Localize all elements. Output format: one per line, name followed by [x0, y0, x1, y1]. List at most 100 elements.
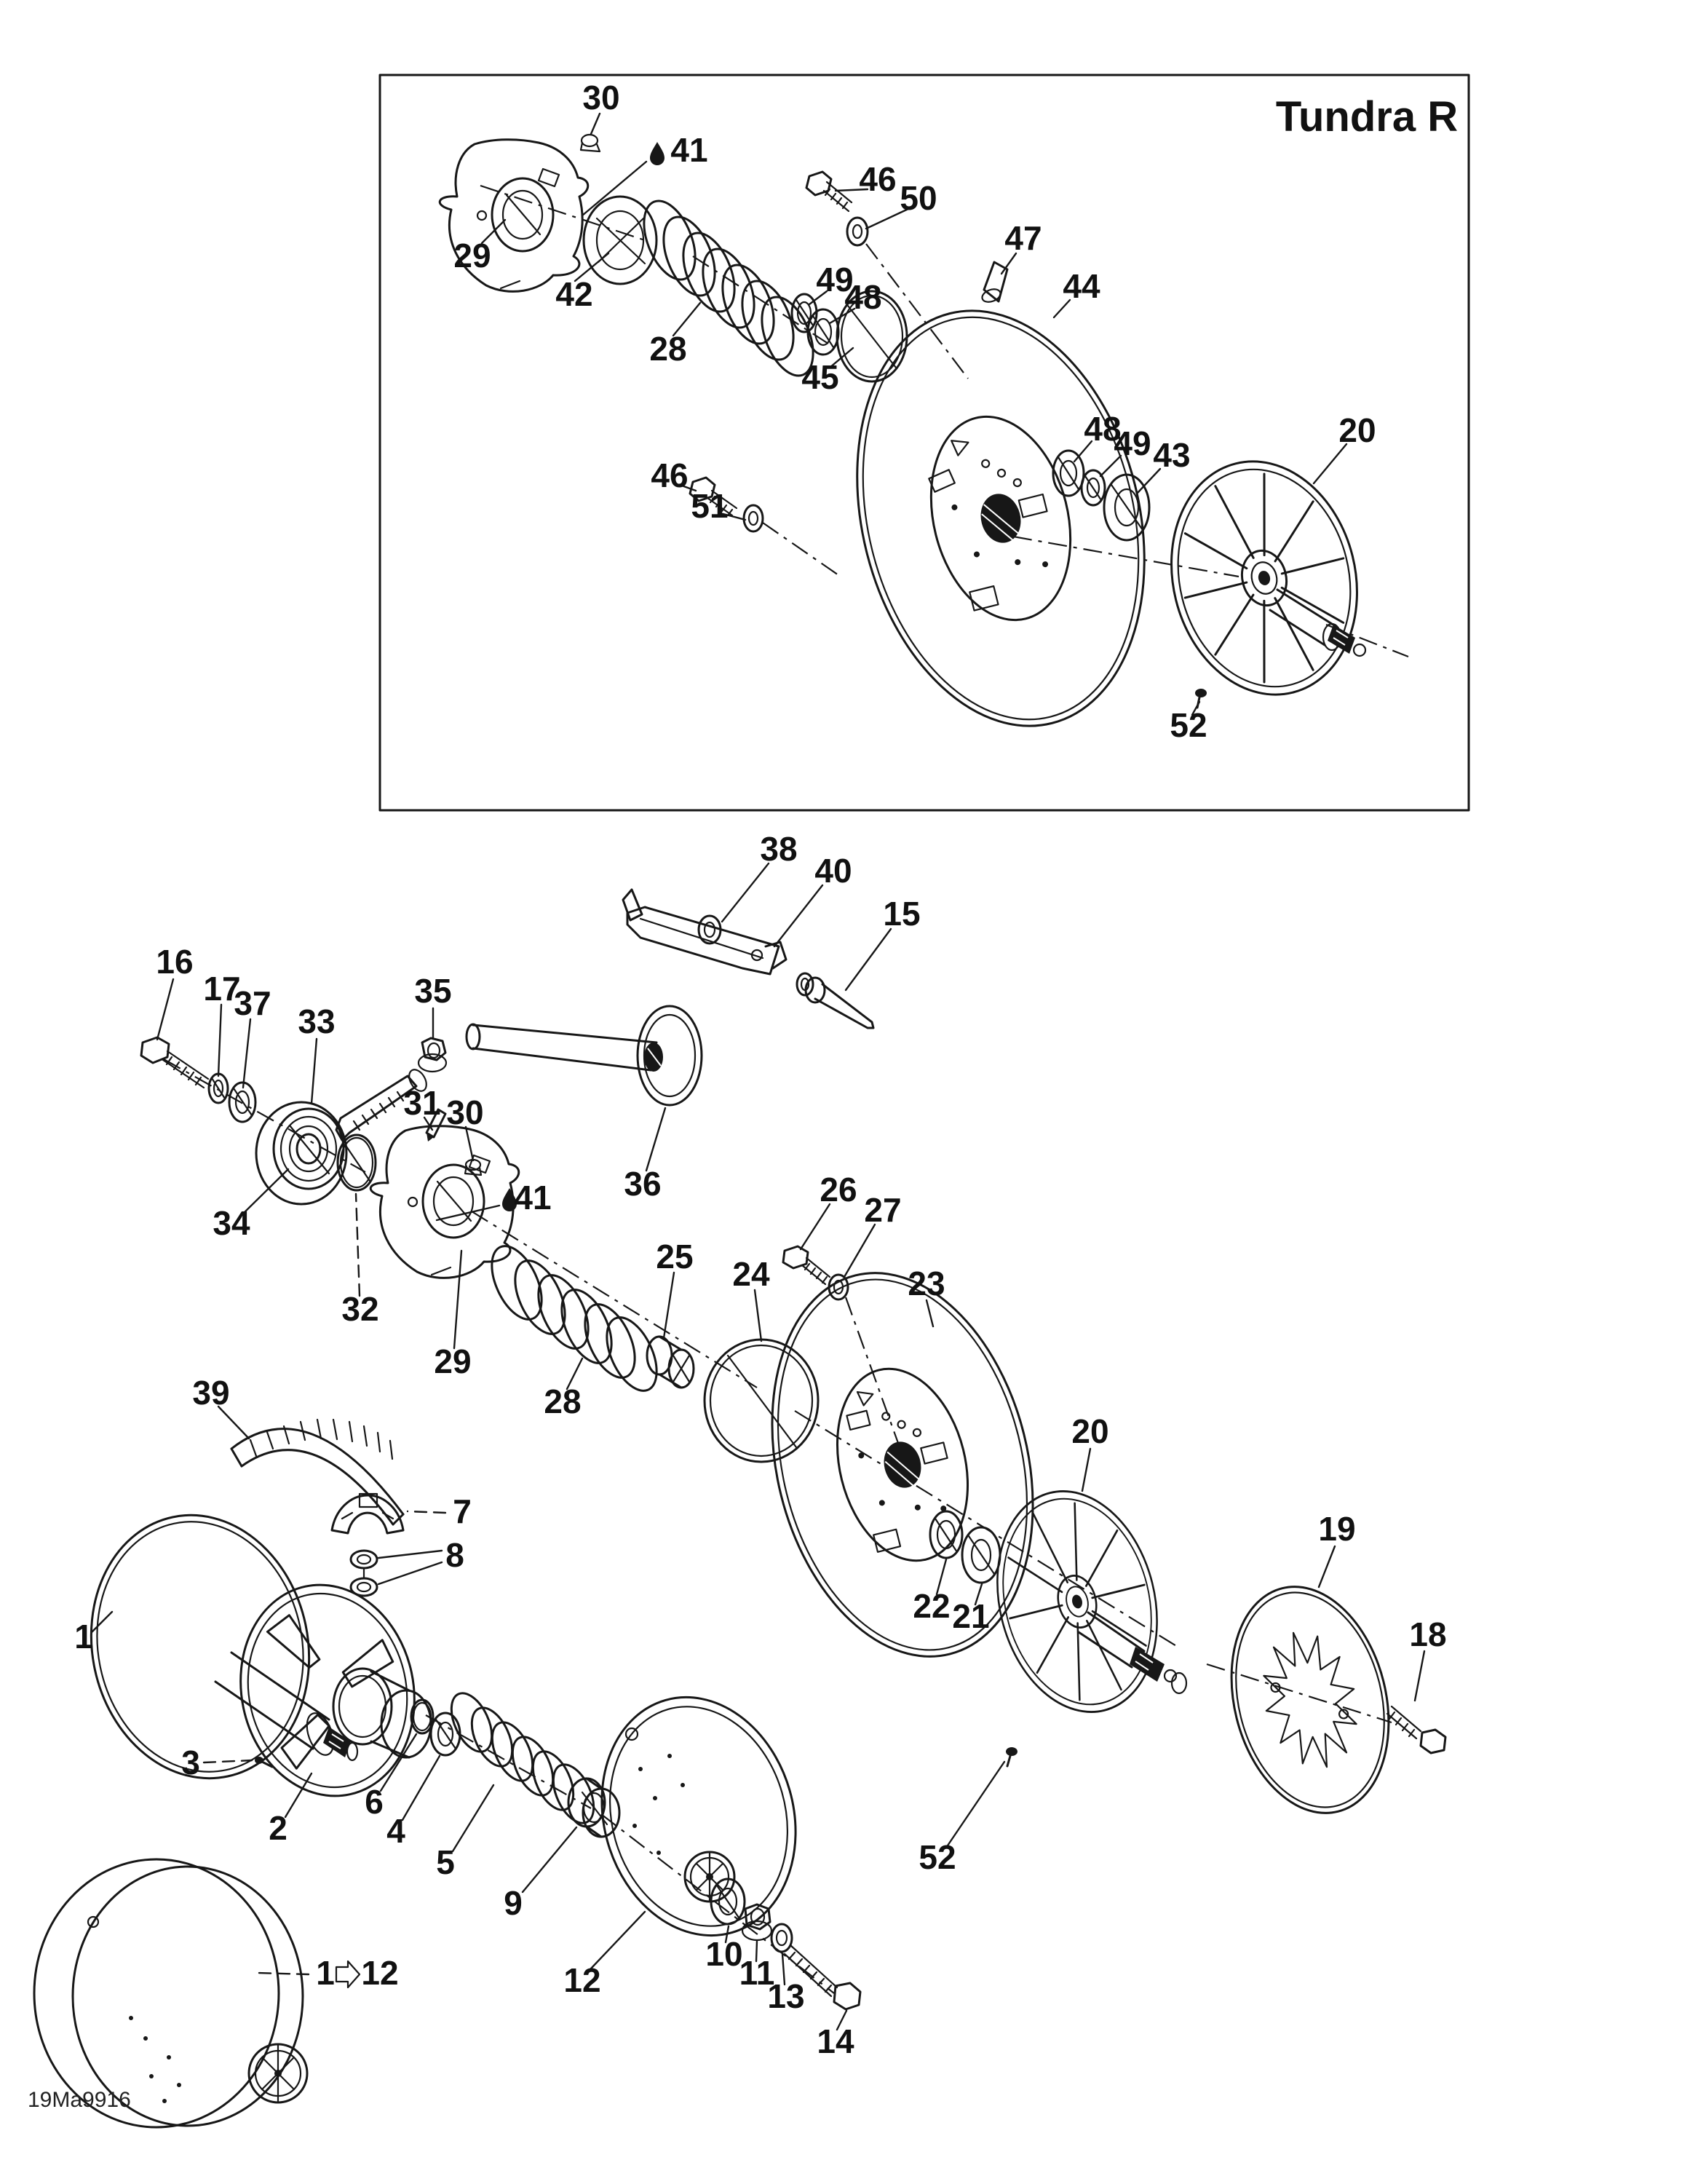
right-arrow-icon	[335, 1960, 361, 1989]
part-1-12-outer-cup	[33, 1858, 309, 2129]
callout-23-label: 23	[908, 1265, 945, 1302]
variant-box-border	[378, 74, 1470, 812]
tundra-r-variant-box: Tundra R	[378, 74, 1470, 812]
callout-35-label: 35	[414, 972, 451, 1010]
callout-11-label: 11	[739, 1954, 775, 1992]
part-6-o-ring	[410, 1698, 435, 1735]
part-36-roller	[465, 1005, 703, 1107]
part-28-spring	[643, 199, 814, 377]
part-24-o-ring	[703, 1338, 820, 1463]
callout-3-label: 3	[181, 1744, 200, 1781]
callout-28b-label: 28	[544, 1382, 581, 1420]
part-48-washer	[806, 308, 840, 356]
callout-40-label: 40	[814, 852, 852, 890]
part-7-slider-shoe	[330, 1492, 405, 1535]
callout-50-label: 50	[900, 179, 937, 217]
callout-20b-label: 20	[1071, 1412, 1108, 1450]
callout-8-label: 8	[445, 1536, 464, 1574]
callout-37-label: 37	[234, 984, 271, 1022]
part-51-washer	[742, 504, 764, 533]
part-1-fixed-sheave	[90, 1514, 359, 1780]
part-28b-spring	[491, 1245, 658, 1392]
part-10-washer	[710, 1878, 746, 1926]
axis-lines-middle	[163, 1059, 1392, 1724]
part-29-governor-cup	[438, 133, 601, 293]
callout-16-label: 16	[156, 943, 193, 981]
part-39-belt-segment	[230, 1418, 405, 1526]
part-19-star-spring-washer	[1230, 1586, 1390, 1814]
callout-29-label: 29	[453, 237, 491, 274]
callout-27-label: 27	[864, 1191, 901, 1229]
callout-13-label: 13	[767, 1977, 804, 2015]
callout-21-label: 21	[952, 1597, 989, 1635]
part-8-washers	[349, 1549, 378, 1597]
part-46b-screw	[689, 476, 738, 517]
callout-22-label: 22	[913, 1587, 950, 1625]
part-26-bolt	[782, 1245, 831, 1286]
part-46-bolt	[805, 170, 853, 213]
part-35-nut	[417, 1037, 448, 1073]
part-44-cam-disc	[856, 309, 1146, 727]
callout-18-label: 18	[1409, 1615, 1446, 1653]
part-20b-spoked-pulley	[974, 1473, 1181, 1730]
callout-51-label: 51	[691, 487, 728, 525]
part-16-bolt	[140, 1036, 210, 1089]
part-50-washer	[846, 216, 869, 247]
part-18-bolt	[1386, 1705, 1447, 1754]
callout-49b-label: 49	[1114, 424, 1151, 462]
part-20b-shaft	[1077, 1611, 1188, 1695]
callout-17-label: 17	[203, 970, 240, 1008]
part-5-spring	[450, 1692, 595, 1824]
leader-lines	[90, 112, 1426, 2031]
part-2-sliding-sheave	[239, 1583, 432, 1797]
part-49-washer	[790, 293, 818, 333]
callout-46a-label: 46	[859, 160, 896, 198]
callout-45-label: 45	[801, 358, 838, 396]
callout-30b-label: 30	[446, 1093, 483, 1131]
callout-33-label: 33	[298, 1002, 335, 1040]
callout-42-label: 42	[555, 275, 592, 313]
part-40-bracket	[622, 888, 788, 976]
part-43-washer	[1103, 473, 1151, 542]
part-9-spring-seat	[567, 1777, 621, 1838]
callout-38-label: 38	[760, 830, 797, 868]
callout-1-to-12-group: 1 12	[316, 1954, 398, 1992]
part-52b-rivet	[1006, 1747, 1017, 1768]
callout-47-label: 47	[1004, 219, 1042, 257]
callout-49a-label: 49	[816, 261, 853, 298]
variant-title: Tundra R	[1276, 93, 1458, 141]
part-33-arm-and-34-bearing	[255, 1069, 427, 1206]
axis-lines-bottom	[425, 1714, 835, 1994]
callout-29b-label: 29	[434, 1342, 471, 1380]
part-30-nut	[580, 133, 599, 148]
callout-14-label: 14	[817, 2022, 854, 2060]
part-13-washer	[770, 1923, 793, 1953]
callout-10-label: 10	[705, 1935, 742, 1973]
callout-36-label: 36	[624, 1165, 661, 1203]
part-25-bushing	[646, 1335, 695, 1389]
callout-15-label: 15	[883, 895, 920, 933]
callout-52-label: 52	[1170, 706, 1207, 744]
callout-32-label: 32	[341, 1290, 378, 1328]
callout-46b-label: 46	[651, 456, 688, 494]
callout-31-label: 31	[403, 1084, 440, 1122]
part-15-pin	[796, 972, 875, 1029]
callout-20-label: 20	[1338, 411, 1376, 449]
document-code: 19Ma9916	[28, 2088, 131, 2112]
callout-41-label: 41	[670, 131, 707, 169]
part-12-cover-disc	[600, 1696, 797, 1937]
callout-19-label: 19	[1318, 1510, 1355, 1548]
part-21-washer	[961, 1526, 1001, 1584]
callout-24-label: 24	[732, 1255, 770, 1293]
drive-pulley-assembly	[33, 1418, 862, 2129]
callout-52b-label: 52	[919, 1838, 956, 1876]
callout-7-label: 7	[453, 1492, 472, 1530]
callout-1-label: 1	[74, 1618, 93, 1655]
callout-34-label: 34	[213, 1204, 250, 1242]
group-ref-to-label: 12	[361, 1954, 398, 1992]
callout-25-label: 25	[656, 1238, 693, 1275]
part-3-screw	[255, 1757, 274, 1768]
callout-28-label: 28	[649, 330, 686, 368]
